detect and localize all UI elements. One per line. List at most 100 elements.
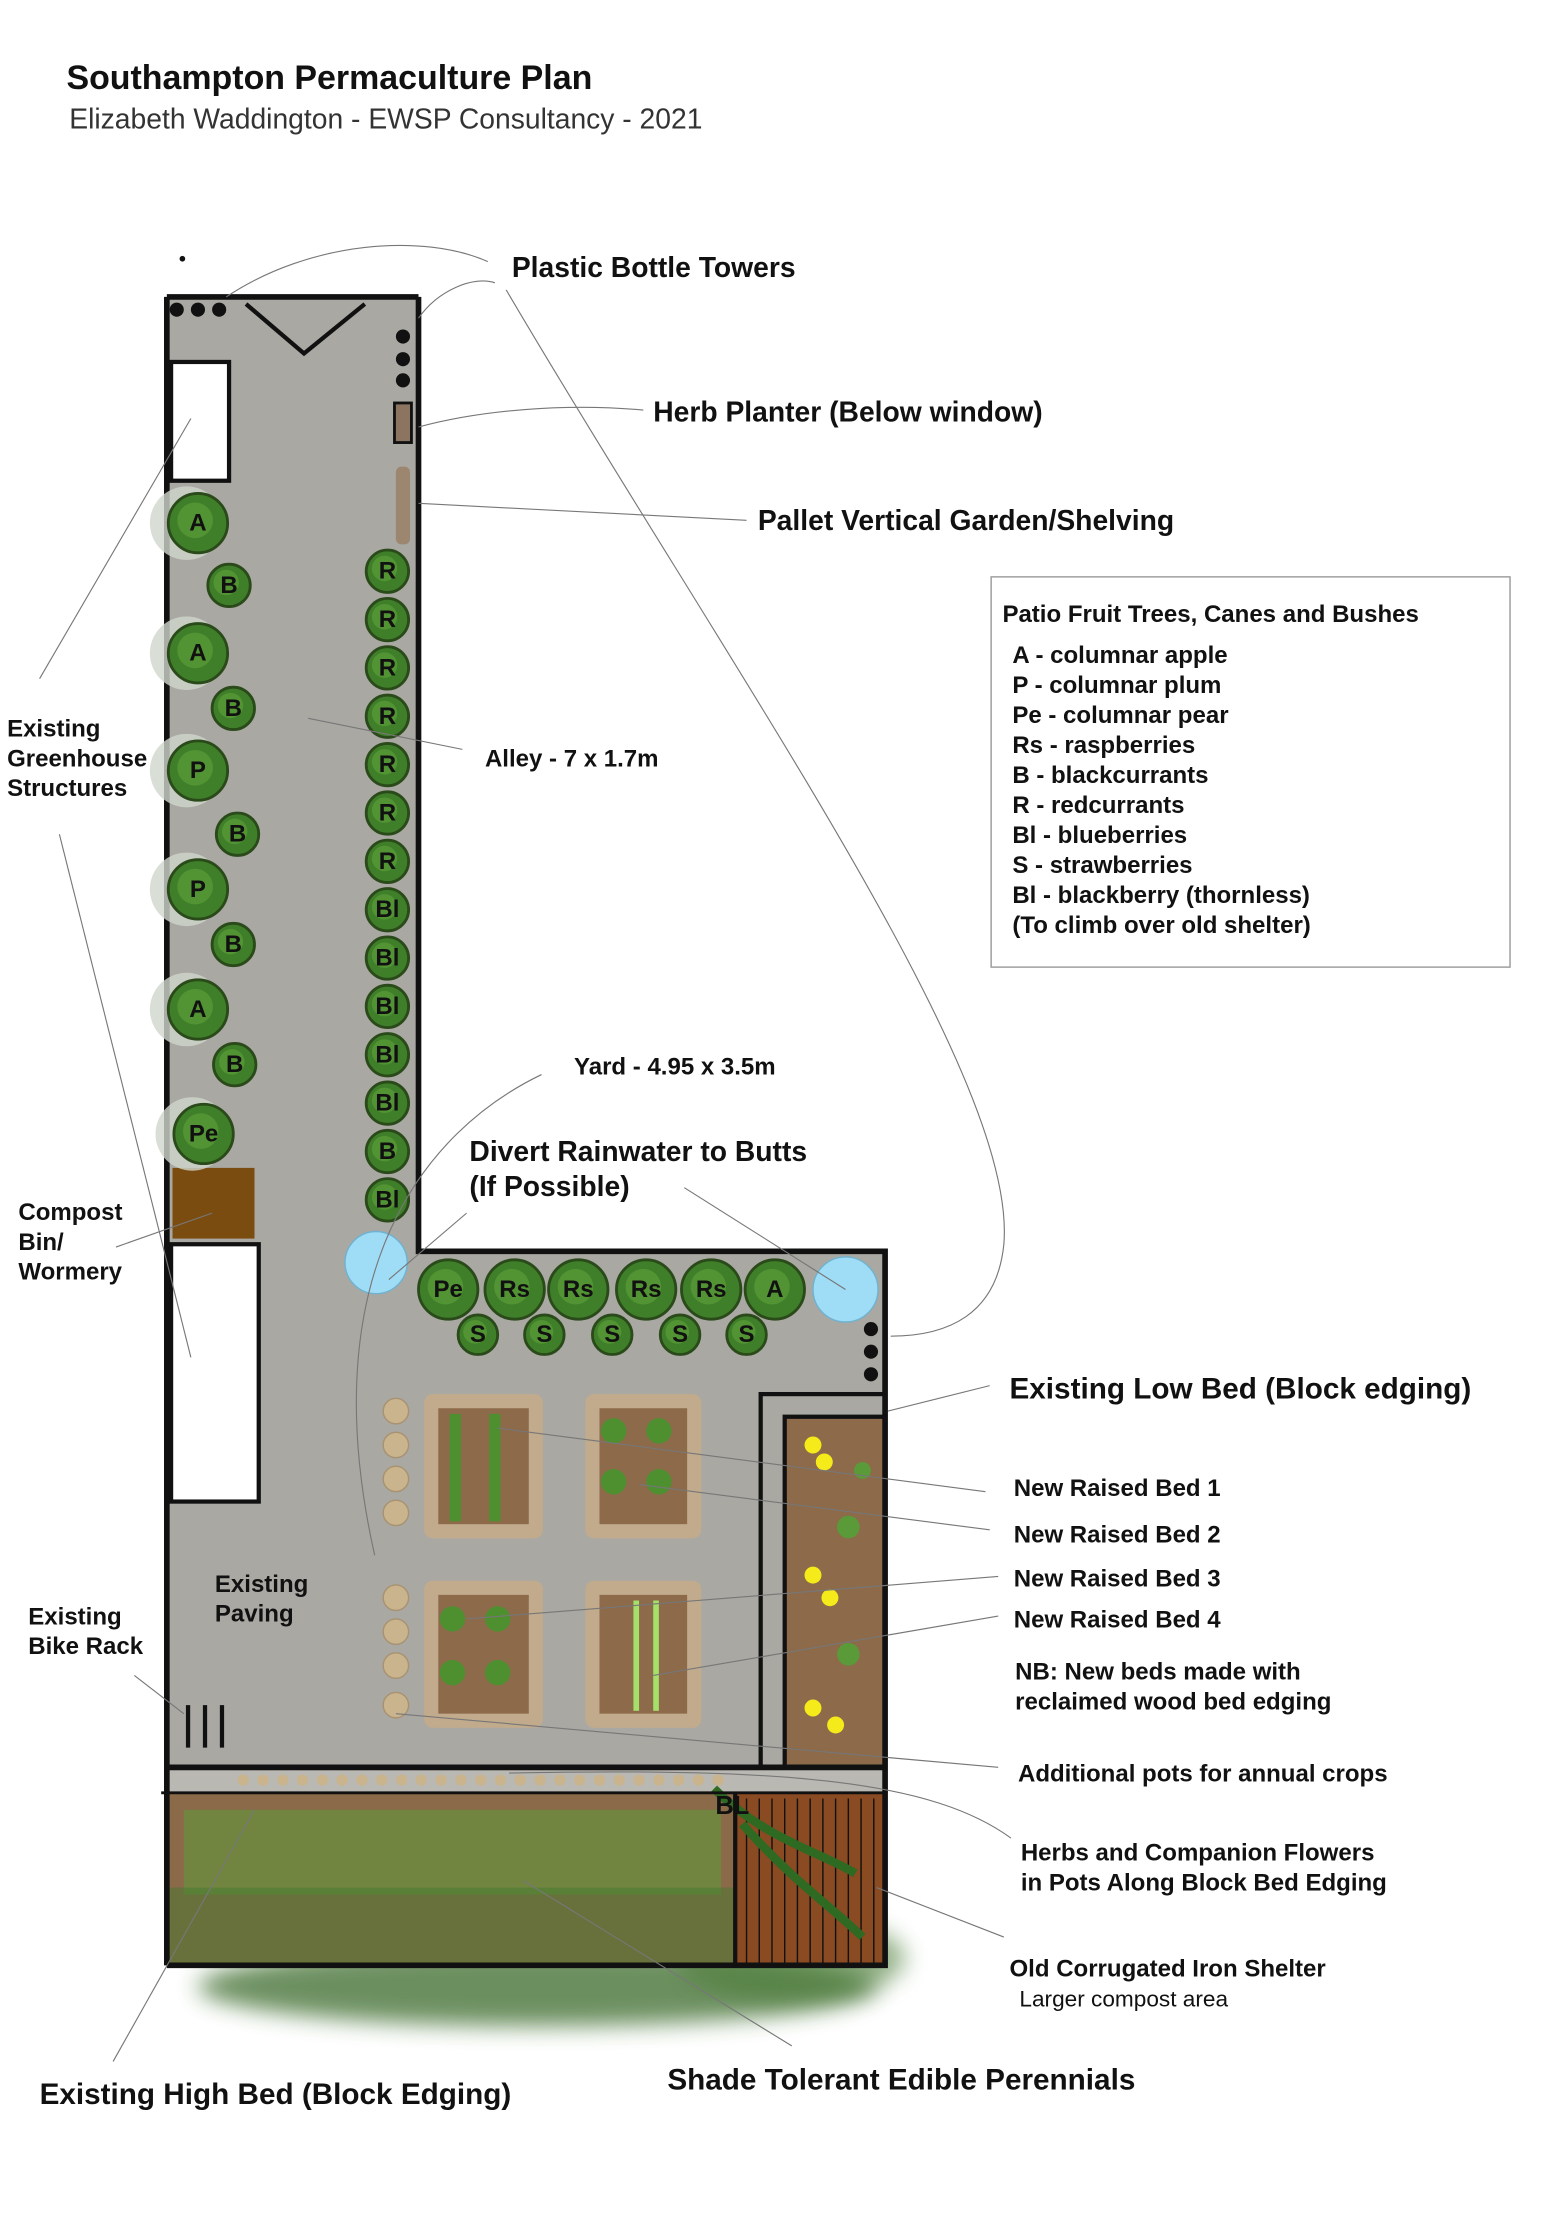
plant-yard-row: A bbox=[743, 1258, 806, 1321]
plant-alley-right: Bl bbox=[364, 887, 411, 933]
greenhouse-structure-top bbox=[168, 359, 232, 483]
plant-alley-right: R bbox=[364, 693, 411, 739]
label-low-bed: Existing Low Bed (Block edging) bbox=[1010, 1372, 1472, 1405]
plant-label: Pe bbox=[434, 1276, 463, 1303]
label-divert-2: (If Possible) bbox=[469, 1170, 629, 1202]
bike-rack bbox=[185, 1705, 225, 1748]
water-butt-left bbox=[344, 1230, 408, 1295]
label-bike-2: Bike Rack bbox=[28, 1633, 143, 1660]
plant-alley-left: A bbox=[166, 492, 230, 555]
water-butt-right bbox=[812, 1256, 879, 1323]
label-pots: Additional pots for annual crops bbox=[1018, 1761, 1388, 1788]
plant-label: S bbox=[672, 1321, 688, 1348]
labels: Plastic Bottle Towers Herb Planter (Belo… bbox=[7, 251, 1471, 2111]
plant-alley-left: B bbox=[210, 685, 256, 731]
legend-item: Bl - blueberries bbox=[1012, 822, 1187, 849]
label-raised-bed-3: New Raised Bed 3 bbox=[1014, 1565, 1221, 1592]
plant-label: Bl bbox=[375, 1186, 399, 1213]
page-subtitle: Elizabeth Waddington - EWSP Consultancy … bbox=[69, 103, 702, 135]
plant-label: S bbox=[604, 1321, 620, 1348]
plant-label: R bbox=[379, 703, 396, 730]
bottle-towers bbox=[169, 255, 879, 1382]
plant-label: Bl bbox=[375, 993, 399, 1020]
plant-label: Rs bbox=[696, 1276, 727, 1303]
plant-label: P bbox=[190, 757, 206, 784]
plant-alley-right: Bl bbox=[364, 935, 411, 981]
label-compost-1: Compost bbox=[18, 1199, 122, 1226]
label-compost-2: Bin/ bbox=[18, 1229, 64, 1256]
plant-label: P bbox=[190, 876, 206, 903]
label-pallet: Pallet Vertical Garden/Shelving bbox=[758, 504, 1174, 536]
plant-strawberry: S bbox=[658, 1313, 702, 1356]
plant-label: R bbox=[379, 848, 396, 875]
plant-yard-row: Rs bbox=[547, 1258, 610, 1321]
plant-label: S bbox=[536, 1321, 552, 1348]
compost-bin bbox=[172, 1167, 255, 1239]
label-divert-1: Divert Rainwater to Butts bbox=[469, 1135, 807, 1167]
plant-alley-right: R bbox=[364, 645, 411, 691]
label-herb-planter: Herb Planter (Below window) bbox=[653, 395, 1042, 427]
legend-item: R - redcurrants bbox=[1012, 792, 1184, 819]
herb-planter bbox=[393, 401, 413, 444]
plant-label: S bbox=[470, 1321, 486, 1348]
plant-alley-left: A bbox=[166, 622, 230, 685]
plant-label: Pe bbox=[189, 1120, 218, 1147]
plant-label: B bbox=[220, 572, 237, 599]
plant-label: B bbox=[226, 1051, 243, 1078]
label-raised-bed-1: New Raised Bed 1 bbox=[1014, 1475, 1221, 1502]
plant-label: R bbox=[379, 751, 396, 778]
plant-strawberry: S bbox=[456, 1313, 500, 1356]
plant-alley-left: A bbox=[166, 978, 230, 1041]
plant-alley-right: R bbox=[364, 596, 411, 643]
plant-alley-left: B bbox=[210, 921, 256, 968]
label-herbs-1: Herbs and Companion Flowers bbox=[1021, 1840, 1375, 1867]
label-herbs-2: in Pots Along Block Bed Edging bbox=[1021, 1869, 1387, 1896]
legend-item: Rs - raspberries bbox=[1012, 732, 1195, 759]
plant-label: Bl bbox=[375, 1090, 399, 1117]
plant-alley-left: Pe bbox=[172, 1102, 235, 1166]
label-compost-3: Wormery bbox=[18, 1259, 122, 1286]
plant-label: R bbox=[379, 654, 396, 681]
plant-label: Rs bbox=[631, 1276, 662, 1303]
legend-item: Pe - columnar pear bbox=[1012, 702, 1228, 729]
plant-alley-right: R bbox=[364, 838, 411, 884]
label-raised-bed-2: New Raised Bed 2 bbox=[1014, 1522, 1221, 1549]
label-shade: Shade Tolerant Edible Perennials bbox=[667, 2064, 1135, 2097]
plant-alley-right: Bl bbox=[364, 1080, 411, 1126]
plant-label: A bbox=[189, 510, 206, 537]
label-shelter-sub: Larger compost area bbox=[1019, 1986, 1228, 2011]
plant-alley-left: P bbox=[166, 858, 230, 921]
leader-lines bbox=[39, 244, 1012, 2062]
greenhouse-structure-bottom bbox=[168, 1242, 261, 1504]
existing-low-bed bbox=[758, 1391, 888, 1770]
plant-label: Bl bbox=[375, 896, 399, 923]
plant-label: A bbox=[189, 640, 206, 667]
legend-item: S - strawberries bbox=[1012, 852, 1192, 879]
label-paving-2: Paving bbox=[215, 1601, 294, 1628]
plant-label: A bbox=[766, 1276, 783, 1303]
plant-alley-right: R bbox=[364, 742, 411, 788]
label-paving-1: Existing bbox=[215, 1571, 308, 1598]
plant-label: Rs bbox=[499, 1276, 530, 1303]
label-alley: Alley - 7 x 1.7m bbox=[485, 745, 659, 772]
plant-label: Bl bbox=[375, 1041, 399, 1068]
label-greenhouse-1: Existing bbox=[7, 716, 100, 743]
plant-alley-left: B bbox=[212, 1042, 258, 1088]
label-raised-bed-4: New Raised Bed 4 bbox=[1014, 1606, 1222, 1633]
plant-yard-row: Rs bbox=[615, 1258, 678, 1321]
label-high-bed: Existing High Bed (Block Edging) bbox=[40, 2078, 512, 2111]
label-shelter: Old Corrugated Iron Shelter bbox=[1010, 1956, 1326, 1983]
legend-item: A - columnar apple bbox=[1012, 642, 1227, 669]
plant-label: R bbox=[379, 606, 396, 633]
plant-label: S bbox=[739, 1321, 755, 1348]
raised-beds bbox=[424, 1394, 702, 1728]
plant-alley-right: R bbox=[364, 790, 411, 836]
plant-label: B bbox=[225, 931, 242, 958]
plant-yard-row: Rs bbox=[680, 1258, 743, 1321]
label-bike-1: Existing bbox=[28, 1604, 121, 1631]
plant-alley-left: B bbox=[214, 811, 261, 857]
label-greenhouse-2: Greenhouse bbox=[7, 745, 147, 772]
plant-label: Bl bbox=[375, 945, 399, 972]
